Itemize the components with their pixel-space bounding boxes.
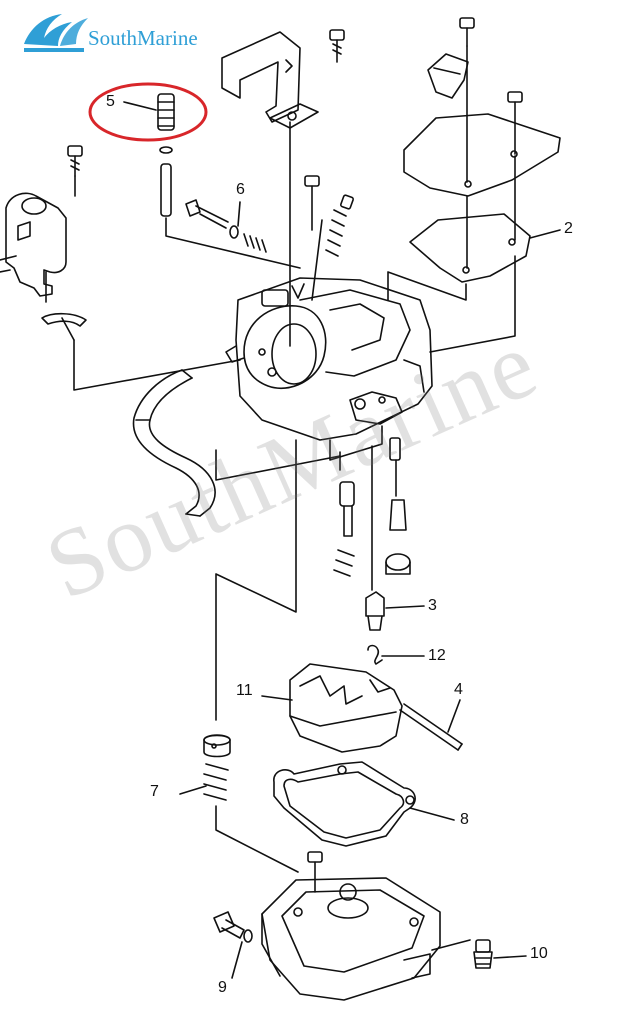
throttle-fitting — [0, 192, 87, 341]
part-2-gasket — [409, 155, 531, 283]
leader-10 — [493, 955, 527, 959]
guide-line-hose — [215, 449, 341, 481]
float-bowl — [261, 877, 441, 1001]
screw-top-center — [329, 29, 345, 63]
callout-11: 11 — [236, 682, 253, 699]
callout-2: 2 — [564, 220, 573, 237]
part-8-gasket — [273, 761, 416, 847]
part-7-plunger — [203, 734, 231, 801]
part-9-drain-screw — [213, 911, 253, 943]
leader-6 — [237, 201, 241, 227]
cover-bracket — [221, 31, 319, 129]
leader-4 — [447, 699, 461, 733]
emulsion-tube — [160, 163, 172, 217]
guide-line-left-bottom — [73, 339, 241, 391]
leader-8 — [409, 807, 455, 821]
leader-9 — [231, 941, 243, 979]
callout-4: 4 — [454, 681, 463, 698]
part-10-screw — [473, 939, 493, 969]
fuel-hose — [132, 369, 216, 517]
guide-line-right-b — [387, 271, 467, 301]
callout-6: 6 — [236, 181, 245, 198]
part-5-jet — [157, 93, 175, 154]
screw-right-2 — [507, 91, 523, 155]
screw-center-a — [304, 175, 320, 231]
callout-7: 7 — [150, 783, 159, 800]
leader-7 — [179, 785, 207, 795]
guide-line-spring — [311, 219, 323, 301]
guide-line-5 — [165, 217, 301, 269]
leader-3 — [385, 605, 425, 609]
top-plate — [403, 45, 561, 197]
part-3-needle-valve — [365, 591, 385, 631]
callout-5: 5 — [106, 93, 115, 110]
callout-8: 8 — [460, 811, 469, 828]
guide-line-10 — [431, 939, 471, 951]
leader-11 — [261, 695, 293, 701]
screw-bowl — [307, 851, 323, 893]
jet-center — [333, 481, 355, 577]
lever-bracket-right — [427, 53, 469, 99]
part-12-clip — [367, 644, 383, 665]
callout-12: 12 — [428, 647, 446, 664]
guide-line-7 — [215, 805, 299, 873]
callout-10: 10 — [530, 945, 548, 962]
carburetor-body — [225, 277, 433, 471]
leader-5 — [123, 101, 157, 111]
guide-line-right — [429, 255, 516, 353]
part-4-pin — [399, 703, 463, 751]
guide-line-long — [215, 439, 297, 721]
callout-9: 9 — [218, 979, 227, 996]
brand-logo-text: SouthMarine — [88, 26, 198, 50]
part-6-pilot-screw — [185, 199, 267, 253]
screw-top-right — [459, 17, 475, 47]
callout-3: 3 — [428, 597, 437, 614]
screw-left — [67, 145, 83, 177]
spring-center — [325, 194, 354, 257]
jet-right — [385, 437, 411, 575]
part-11-float — [289, 663, 403, 753]
highlight-circle — [88, 82, 208, 142]
leader-2 — [529, 229, 561, 239]
brand-wave-icon — [24, 14, 88, 52]
